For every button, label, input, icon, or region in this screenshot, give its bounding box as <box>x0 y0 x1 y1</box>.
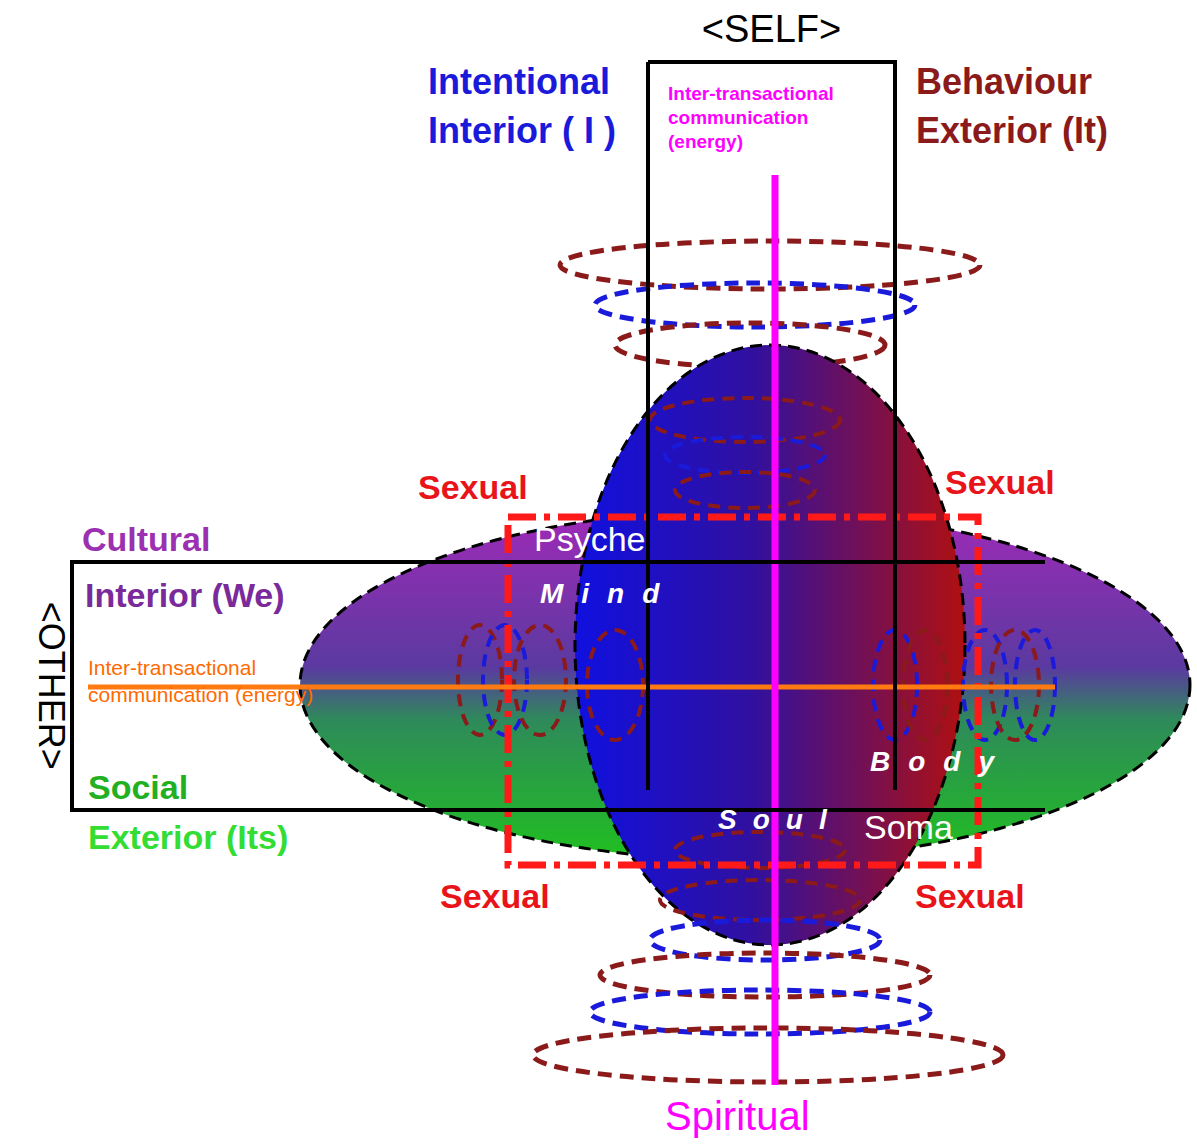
box-text: Inter-transactional communication (energ… <box>88 654 318 709</box>
diagram-label: Soma <box>864 808 953 847</box>
quadrant-box: <SELF> Inter-transactional communication … <box>648 0 895 790</box>
diagram-label: Psyche <box>534 520 646 559</box>
diagram-label: Sexual <box>418 468 528 507</box>
diagram-label: Sexual <box>915 877 1025 916</box>
diagram-label: Intentional Interior ( I ) <box>428 58 638 155</box>
box-heading: <OTHER> <box>30 602 71 770</box>
diagram-label: Soul <box>718 804 843 836</box>
diagram-label: Sexual <box>440 877 550 916</box>
box-text: Interior (We) <box>85 576 285 615</box>
diagram-label: Body <box>870 746 1012 778</box>
diagram-label: Cultural <box>82 520 210 559</box>
diagram-label: Behaviour Exterior (It) <box>916 58 1126 155</box>
diagram-label: Exterior (Its) <box>88 818 288 857</box>
diagram-label: Spiritual <box>665 1093 810 1139</box>
box-text: Inter-transactional communication (energ… <box>668 82 883 153</box>
box-text: Social <box>88 768 188 807</box>
diagram-label: Sexual <box>945 463 1055 502</box>
box-heading: <SELF> <box>648 8 895 52</box>
diagram-label: Mind <box>540 578 677 610</box>
